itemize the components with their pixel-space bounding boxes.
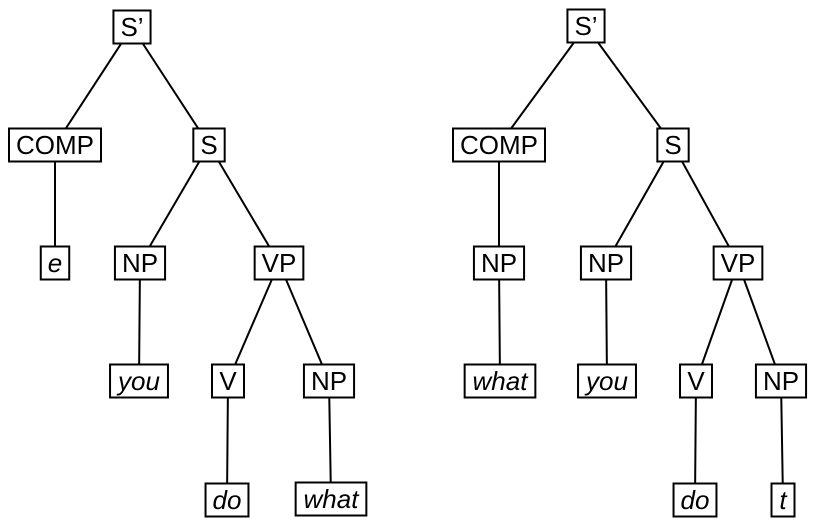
node-label: e [48, 248, 62, 278]
tree-edge-vp-v [695, 262, 739, 382]
tree-edge-vp-np2 [278, 262, 330, 382]
tree-edge-sbar-s [131, 26, 210, 146]
node-box [294, 481, 368, 517]
node-box [754, 363, 808, 399]
tree-node-s: S [192, 127, 226, 163]
node-box [577, 363, 637, 399]
node-box [211, 363, 245, 399]
tree-node-comp: COMP [8, 127, 102, 163]
tree-edge-v-do [694, 380, 697, 501]
node-box [566, 8, 606, 44]
tree-node-you: you [577, 363, 637, 399]
node-box [8, 127, 102, 163]
node-box [253, 245, 305, 281]
node-label: S [200, 130, 217, 160]
node-label: S [664, 130, 681, 160]
tree-node-v: V [211, 363, 245, 399]
node-box [204, 482, 250, 518]
tree-edge-v-do [226, 380, 229, 501]
right-tree: S’ COMP S NP NP VP what you V NP do t [452, 8, 808, 518]
tree-node-vp: VP [253, 245, 305, 281]
tree-edge-np2-what [328, 380, 332, 500]
tree-node-do: do [672, 482, 718, 518]
node-box [192, 127, 226, 163]
node-label: NP [588, 248, 624, 278]
node-box [712, 245, 764, 281]
node-label: what [473, 366, 530, 396]
tree-node-what: what [294, 481, 368, 517]
tree-edge-sbar-comp [54, 26, 133, 146]
node-box [113, 245, 167, 281]
node-label: VP [262, 248, 297, 278]
tree-edge-s-vp [208, 144, 280, 264]
node-box [672, 482, 718, 518]
node-label: t [779, 485, 788, 515]
tree-node-np2: NP [302, 363, 356, 399]
tree-edge-vp-v [227, 262, 280, 382]
node-box [452, 127, 546, 163]
tree-node-s: S [656, 127, 690, 163]
tree-node-np2: NP [754, 363, 808, 399]
node-box [472, 245, 526, 281]
tree-edge-s-np1 [139, 144, 210, 264]
tree-edge-np1-you [138, 262, 141, 382]
tree-edge-np0-what [498, 262, 501, 382]
node-label: NP [481, 248, 517, 278]
tree-node-e: e [39, 245, 71, 281]
node-label: what [304, 484, 361, 514]
node-label: V [219, 366, 237, 396]
tree-node-do: do [204, 482, 250, 518]
node-label: VP [721, 248, 756, 278]
tree-edge-np1-you [605, 262, 608, 382]
node-label: COMP [16, 130, 94, 160]
node-box [770, 482, 796, 518]
node-box [109, 363, 169, 399]
node-label: COMP [460, 130, 538, 160]
node-label: NP [311, 366, 347, 396]
tree-edge-s-np1 [605, 144, 674, 264]
node-label: S’ [120, 12, 143, 42]
node-label: S’ [574, 11, 597, 41]
tree-node-vp: VP [712, 245, 764, 281]
tree-edge-np2-t [780, 380, 784, 501]
node-label: do [213, 485, 242, 515]
node-label: NP [763, 366, 799, 396]
tree-edge-vp-np2 [737, 262, 782, 382]
node-box [656, 127, 690, 163]
node-label: you [584, 366, 628, 396]
node-label: V [687, 366, 705, 396]
tree-node-you: you [109, 363, 169, 399]
node-label: do [681, 485, 710, 515]
node-box [679, 363, 713, 399]
node-box [463, 363, 537, 399]
node-box [112, 9, 152, 45]
tree-edge-sbar-comp [498, 25, 587, 146]
tree-node-comp: COMP [452, 127, 546, 163]
tree-node-v: V [679, 363, 713, 399]
tree-node-sbar: S’ [566, 8, 606, 44]
tree-node-np1: NP [113, 245, 167, 281]
node-box [579, 245, 633, 281]
node-label: NP [122, 248, 158, 278]
tree-node-what: what [463, 363, 537, 399]
node-box [39, 245, 71, 281]
node-label: you [116, 366, 160, 396]
tree-edge-sbar-s [585, 25, 674, 146]
tree-node-sbar: S’ [112, 9, 152, 45]
tree-node-np1: NP [579, 245, 633, 281]
tree-edge-s-vp [672, 144, 739, 264]
tree-node-np0: NP [472, 245, 526, 281]
tree-node-t: t [770, 482, 796, 518]
node-box [302, 363, 356, 399]
